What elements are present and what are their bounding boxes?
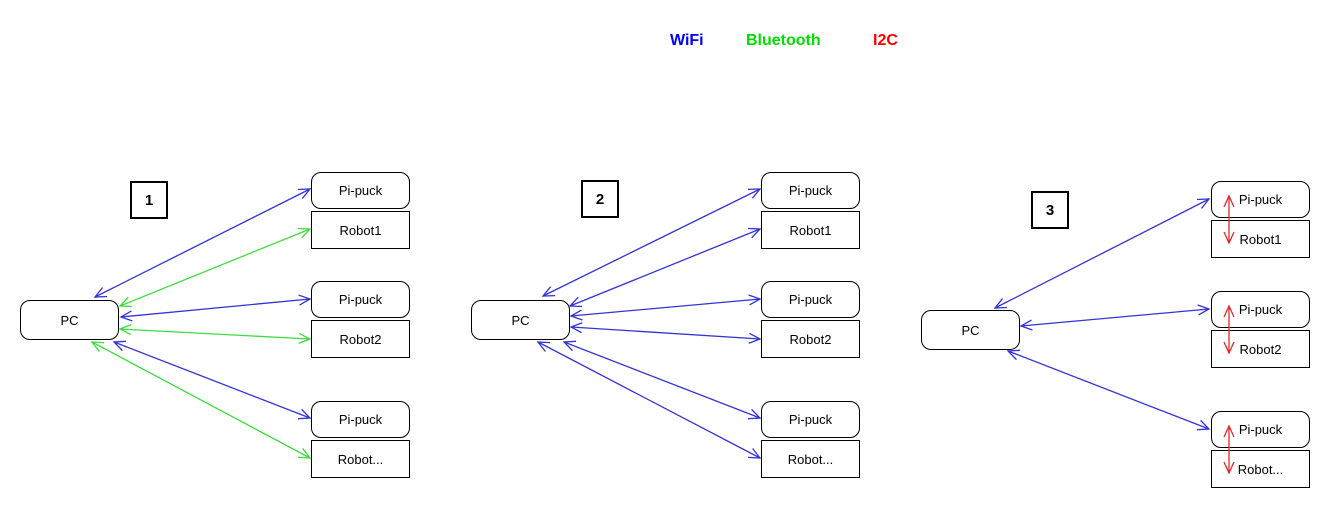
scenario-1-pipuck-node-3: Pi-puck [311, 401, 410, 438]
edge-wifi-arrow [536, 341, 762, 459]
scenario-3-robot-node-1-label: Robot1 [1239, 231, 1282, 247]
scenario-1-pipuck-node-2-label: Pi-puck [338, 292, 383, 307]
scenario-3-robot-node-2-label: Robot2 [1239, 341, 1282, 357]
edge-bluetooth-arrow [118, 323, 312, 345]
scenario-1-robot-node-1: Robot1 [311, 211, 410, 249]
scenario-3-pipuck-node-2-label: Pi-puck [1238, 302, 1283, 317]
legend-item-bluetooth: Bluetooth [746, 32, 821, 49]
scenario-2-pipuck-node-3: Pi-puck [761, 401, 860, 438]
scenario-3-pc-node: PC [921, 310, 1020, 350]
edge-wifi-arrow [541, 188, 762, 297]
edge-wifi-arrow [569, 322, 762, 344]
scenario-3-pipuck-node-1-label: Pi-puck [1238, 192, 1283, 207]
scenario-2-robot-node-2: Robot2 [761, 320, 860, 358]
legend-item-i2c: I2C [873, 32, 898, 49]
scenario-2-pipuck-node-2: Pi-puck [761, 281, 860, 318]
scenario-1-robot-node-3: Robot... [311, 440, 410, 478]
scenario-2-number-badge: 2 [581, 180, 619, 218]
scenario-3-pc-node-label: PC [961, 322, 980, 338]
edge-wifi-arrow [568, 227, 762, 308]
scenario-2-robot-node-2-label: Robot2 [789, 331, 832, 347]
scenario-2-pipuck-node-1: Pi-puck [761, 172, 860, 209]
edge-wifi-arrow [119, 294, 312, 322]
scenario-3-pipuck-node-3: Pi-puck [1211, 411, 1310, 448]
scenario-1-pc-node-label: PC [60, 312, 79, 328]
edge-wifi-arrow [1019, 304, 1211, 331]
scenario-1-pipuck-node-1: Pi-puck [311, 172, 410, 209]
scenario-2-pipuck-node-2-label: Pi-puck [788, 292, 833, 307]
scenario-2-pipuck-node-1-label: Pi-puck [788, 183, 833, 198]
scenario-2-pc-node-label: PC [511, 312, 530, 328]
scenario-1-pipuck-node-3-label: Pi-puck [338, 412, 383, 427]
scenario-2-robot-node-1-label: Robot1 [789, 222, 832, 238]
scenario-1-robot-node-1-label: Robot1 [339, 222, 382, 238]
scenario-3-robot-node-3-label: Robot... [1237, 461, 1284, 477]
scenario-3-robot-node-2: Robot2 [1211, 330, 1310, 368]
edge-wifi-arrow [93, 188, 312, 298]
scenario-3-pipuck-node-3-label: Pi-puck [1238, 422, 1283, 437]
edge-wifi-arrow [1006, 349, 1211, 431]
scenario-3-robot-node-3: Robot... [1211, 450, 1310, 488]
scenario-1-robot-node-2-label: Robot2 [339, 331, 382, 347]
scenario-1-pipuck-node-2: Pi-puck [311, 281, 410, 318]
edge-wifi-arrow [569, 294, 762, 321]
scenario-1-pipuck-node-1-label: Pi-puck [338, 183, 383, 198]
edge-wifi-arrow [112, 340, 312, 420]
scenario-3-number-badge-label: 3 [1045, 201, 1055, 219]
scenario-1-robot-node-3-label: Robot... [337, 451, 384, 467]
scenario-2-number-badge-label: 2 [595, 190, 605, 208]
scenario-2-robot-node-3: Robot... [761, 440, 860, 478]
edge-bluetooth-arrow [118, 227, 312, 308]
scenario-3-pipuck-node-1: Pi-puck [1211, 181, 1310, 218]
legend-item-wifi: WiFi [670, 32, 704, 49]
scenario-3-pipuck-node-2: Pi-puck [1211, 291, 1310, 328]
scenario-1-number-badge: 1 [130, 181, 168, 219]
scenario-2-robot-node-3-label: Robot... [787, 451, 834, 467]
scenario-2-pipuck-node-3-label: Pi-puck [788, 412, 833, 427]
scenario-3-number-badge: 3 [1031, 191, 1069, 229]
scenario-2-pc-node: PC [471, 300, 570, 340]
scenario-1-pc-node: PC [20, 300, 119, 340]
scenario-3-robot-node-1: Robot1 [1211, 220, 1310, 258]
edge-bluetooth-arrow [90, 341, 312, 459]
scenario-1-number-badge-label: 1 [144, 191, 154, 209]
scenario-1-robot-node-2: Robot2 [311, 320, 410, 358]
scenario-2-robot-node-1: Robot1 [761, 211, 860, 249]
edge-wifi-arrow [993, 198, 1211, 309]
edge-wifi-arrow [562, 340, 762, 420]
